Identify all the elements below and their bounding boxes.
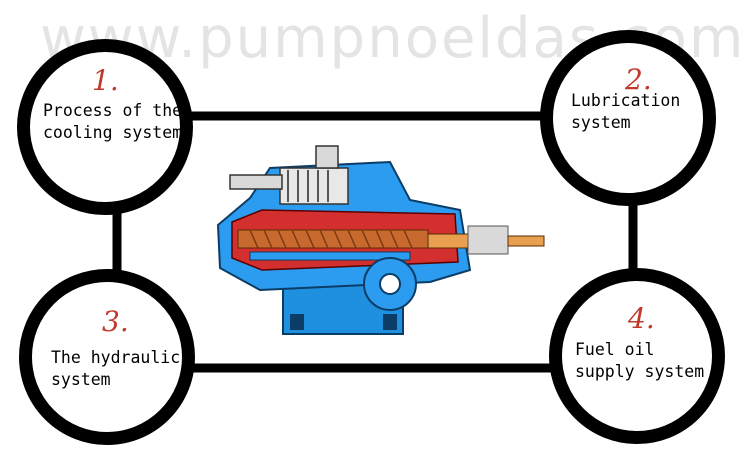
node-label: The hydraulic system [51,348,181,389]
pump-shaft-housing [467,225,509,255]
valve-cap [315,145,339,169]
node-label: Lubrication system [571,91,681,132]
node-hydraulic-system: 3. The hydraulic system [19,269,195,445]
node-number: 3. [102,305,129,338]
valve-adjust-screw [229,174,283,190]
node-number: 4. [628,302,655,335]
screw-lower [249,251,411,261]
pump-shaft-coupling [427,233,469,249]
pump-foot-bolt-right [383,314,397,330]
relief-valve [279,167,349,205]
node-cooling-system: 1. Process of the cooling system [17,39,193,215]
pump-shaft [507,235,545,247]
pump-foot-bolt-left [290,314,304,330]
port-opening [379,273,401,295]
node-label: Process of the cooling system [43,101,183,142]
node-label: Fuel oil supply system [575,340,705,381]
node-number: 1. [92,64,119,97]
node-number: 2. [625,63,652,96]
node-fuel-oil-supply-system: 4. Fuel oil supply system [549,268,725,444]
node-lubrication-system: 2. Lubrication system [540,30,716,206]
screw-rotor [237,229,429,249]
